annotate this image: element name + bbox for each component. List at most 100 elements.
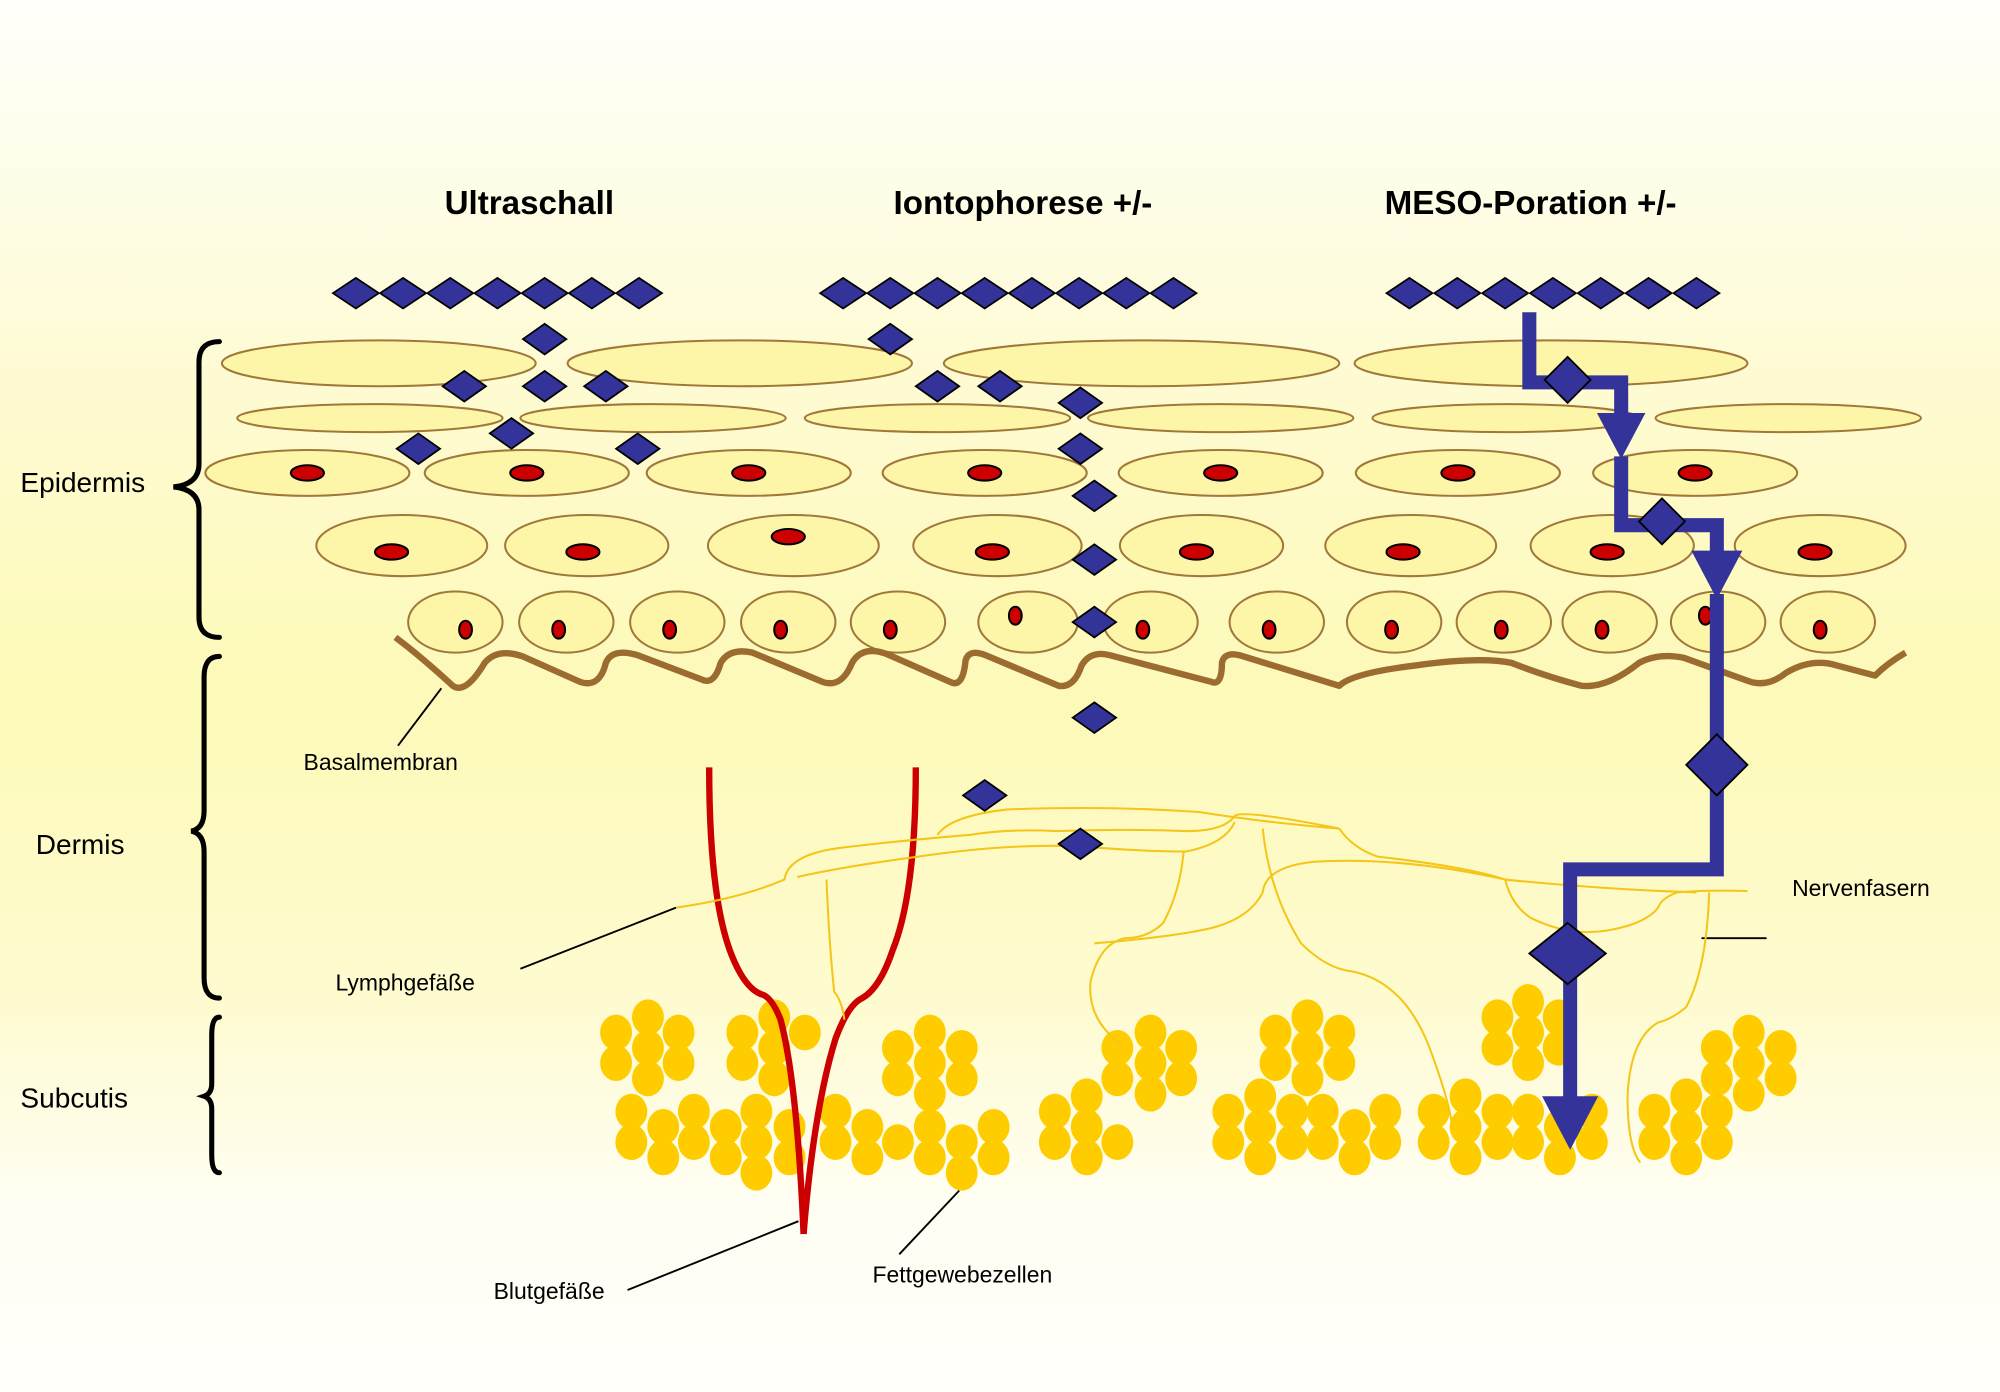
fat-cell [1306,1124,1339,1160]
column-title-ultrasound: Ultraschall [445,185,615,222]
epidermal-cell [236,403,504,434]
drug-molecule-iontophoresis [867,322,914,356]
nerve-fiber-branch-7 [1626,892,1711,1164]
fat-cell [1101,1060,1134,1097]
fat-cell [758,1060,791,1097]
nerve-fiber-branch-2 [1089,851,1185,1047]
cell-nucleus [1589,543,1625,561]
fat-cell [1732,1045,1765,1081]
epidermal-cell [740,590,837,654]
cell-nucleus [1384,619,1399,640]
mesoporation-path-3 [1563,594,1724,1102]
epidermal-cell [1228,590,1325,654]
column-title-mesoporation: MESO-Poration +/- [1385,185,1677,222]
drug-molecule-iontophoresis-surface [1148,276,1199,310]
layer-label-dermis: Dermis [36,829,125,860]
fat-cell [913,1109,946,1145]
cell-nucleus [509,464,545,482]
epidermal-cell [942,339,1341,388]
fat-cell [662,1014,695,1051]
fat-cell [647,1109,680,1145]
drug-molecule-mesoporation-surface [1671,276,1721,310]
blood-vessels-leader [627,1220,799,1291]
layer-label-subcutis: Subcutis [20,1083,128,1114]
drug-molecule-iontophoresis [961,779,1008,812]
fat-cell [1259,1014,1292,1051]
drug-molecule-mesoporation [1684,732,1749,797]
fat-cell [1259,1045,1292,1081]
fat-cell [1700,1060,1733,1097]
fat-cell [1101,1124,1134,1160]
drug-molecule-mesoporation [1637,497,1687,546]
cell-nucleus [1677,464,1713,482]
epidermal-cell [1779,590,1877,654]
drug-molecule-mesoporation-surface [1384,276,1435,310]
epidermal-cell [407,590,504,654]
fat-cell [1481,1124,1514,1160]
drug-molecule-iontophoresis [976,369,1024,403]
drug-molecule-ultrasound [521,322,568,356]
fat-cell [1306,1093,1339,1130]
fat-cell [1481,1029,1514,1066]
fat-cell [945,1124,978,1160]
fat-cell [1212,1124,1245,1160]
fat-cell [677,1124,710,1160]
cell-nucleus [1135,619,1151,640]
fat-cell [740,1093,773,1130]
drug-molecule-mesoporation-surface [1432,276,1482,310]
fat-cell [615,1124,648,1160]
drug-molecule-iontophoresis [1071,479,1118,513]
drug-molecule-iontophoresis [914,369,961,403]
layer-label-epidermis: Epidermis [20,467,145,498]
label-lymph-vessels: Lymphgefäße [335,969,474,995]
fat-cell [977,1109,1010,1145]
cell-nucleus [1007,605,1023,626]
fat-cell [647,1139,680,1176]
cell-nucleus [1203,464,1239,482]
fat-cell [1638,1124,1671,1160]
fat-cell [632,1029,664,1066]
fat-cell [662,1045,695,1081]
fat-cell [913,1139,946,1176]
fat-cell [726,1045,759,1081]
fat-cell [1291,1060,1324,1097]
fat-cell [1512,984,1545,1020]
epidermal-cell [803,403,1072,434]
drug-molecule-mesoporation-surface [1528,276,1578,310]
drug-molecule-iontophoresis [1057,432,1104,466]
fat-cell [913,1075,946,1112]
drug-molecule-ultrasound [441,369,488,403]
fat-cell [945,1154,978,1191]
cell-nucleus [1797,543,1833,561]
fat-cell [1732,1014,1765,1051]
fat-cell [632,999,664,1036]
fat-cell [1700,1093,1733,1130]
epidermal-cell [1654,403,1922,434]
fat-cell [1276,1093,1309,1130]
fat-cell [1481,999,1514,1036]
label-nerve-fibers: Nervenfasern [1792,875,1930,901]
fat-cell [819,1124,852,1160]
fat-cell [709,1109,742,1145]
fat-cell [1512,1014,1545,1051]
fat-cell [1417,1124,1450,1160]
fat-cell [1700,1124,1733,1160]
fat-cell [677,1093,710,1130]
cell-nucleus [770,527,806,546]
fat-cell [1338,1139,1371,1176]
mesoporation-arrowhead-1 [1596,413,1646,459]
fat-cell [1070,1139,1103,1176]
cell-nucleus [373,543,410,561]
fat-cell [1512,1124,1545,1160]
fat-cell [882,1029,914,1066]
epidermis-brace [173,339,222,640]
fat-cell [1165,1029,1198,1066]
mesoporation-arrowhead-2 [1691,550,1743,600]
drug-molecule-iontophoresis [1071,701,1118,735]
fat-cell [977,1139,1010,1176]
fat-cell [1481,1093,1514,1130]
fat-cell [1449,1109,1482,1145]
fat-cell [1544,1139,1576,1176]
